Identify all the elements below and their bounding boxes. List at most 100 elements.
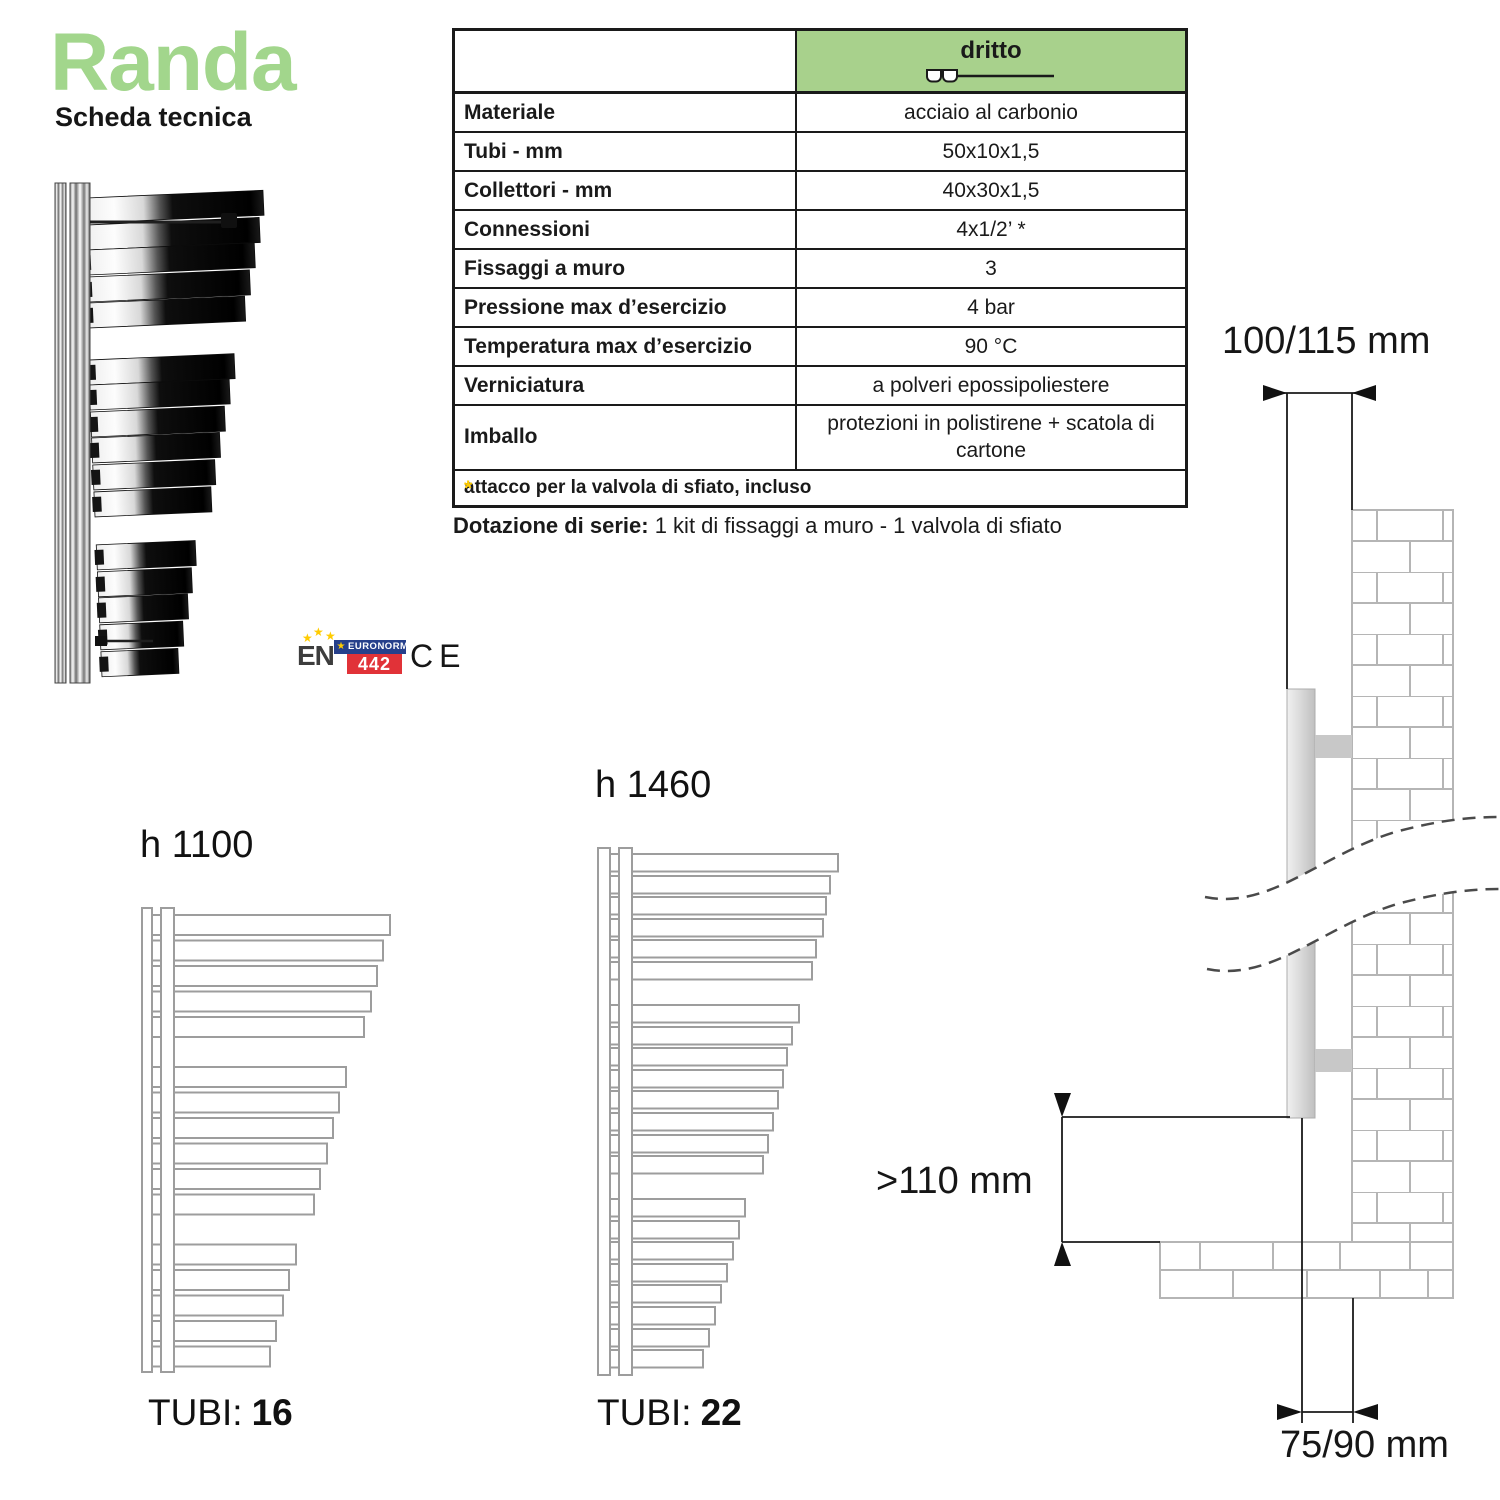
row-value: a polveri epossipoliestere xyxy=(795,367,1185,404)
tubes-value: 16 xyxy=(251,1392,293,1433)
installation-diagram xyxy=(1054,385,1500,1423)
dim-bottom-lines xyxy=(1301,1118,1354,1423)
tube-clip xyxy=(99,656,109,672)
variant-label: dritto xyxy=(960,36,1022,64)
chrome-tube xyxy=(99,620,185,651)
dimension-label-top: 100/115 mm xyxy=(1222,320,1431,362)
collector-bar xyxy=(141,907,153,1373)
chrome-tube xyxy=(100,648,180,678)
spec-table: dritto Materiale acciaio al carbonio Tub… xyxy=(452,28,1188,508)
euronorm-star-icon: ★ xyxy=(334,640,348,654)
chrome-tube xyxy=(98,593,189,624)
page-title: Randa xyxy=(50,17,297,108)
dotazione-text: 1 kit di fissaggi a muro - 1 valvola di … xyxy=(648,513,1062,538)
tube-outline xyxy=(602,961,813,981)
dotazione-label: Dotazione di serie: xyxy=(453,513,649,538)
tube-outline xyxy=(602,853,839,873)
euronorm-442-label: 442 xyxy=(347,654,402,674)
row-value: 90 °C xyxy=(795,328,1185,365)
row-label: Materiale xyxy=(464,100,556,124)
spec-header-empty-cell xyxy=(455,31,795,91)
tube-clip xyxy=(90,469,101,486)
tube-outline xyxy=(602,875,831,895)
arrow-right-icon xyxy=(1263,385,1287,401)
tube-clip xyxy=(96,602,107,618)
wall-bracket-knob-top xyxy=(221,213,237,228)
wall-bracket-lower xyxy=(1315,1049,1352,1072)
row-label: Temperatura max d’esercizio xyxy=(464,334,752,358)
row-value: 40x30x1,5 xyxy=(795,172,1185,209)
tubes-value: 22 xyxy=(700,1392,742,1433)
spec-header-variant-cell: dritto xyxy=(795,31,1185,91)
radiator-product-photo xyxy=(54,182,265,684)
tube-outline xyxy=(602,896,827,916)
tube-clip xyxy=(88,416,99,433)
arrow-right-icon xyxy=(1277,1404,1302,1420)
row-label: Tubi - mm xyxy=(464,139,563,163)
euro-star-icon: ★ xyxy=(302,631,313,645)
collector-bar xyxy=(618,847,633,1376)
tube-clip xyxy=(89,442,100,459)
table-footnote: *attacco per la valvola di sfiato, inclu… xyxy=(455,468,1185,505)
table-row: Fissaggi a muro 3 xyxy=(455,248,1185,287)
arrow-left-icon xyxy=(1353,1404,1378,1420)
tubes-count-h1100: TUBI:16 xyxy=(148,1392,293,1434)
collector-bar xyxy=(597,847,611,1376)
wall-bracket-knob-bottom xyxy=(95,636,107,646)
radiator-drawing-h1460 xyxy=(597,847,839,1376)
arrow-up-icon xyxy=(1054,1242,1071,1266)
chrome-tube xyxy=(95,540,197,571)
dimension-label-clearance: >110 mm xyxy=(876,1160,1033,1202)
section-break-mask xyxy=(1205,817,1500,971)
straight-tube-icon xyxy=(926,68,1054,82)
row-label: Pressione max d’esercizio xyxy=(464,295,727,319)
footnote-text: attacco per la valvola di sfiato, inclus… xyxy=(464,476,812,498)
arrow-down-icon xyxy=(1054,1093,1071,1117)
wall-bracket-upper xyxy=(1315,735,1352,758)
en442-ce-logo: ★ ★ ★ EN ★ EURONORM 442 CE xyxy=(295,620,475,682)
row-value: protezioni in polistirene + scatola di c… xyxy=(795,406,1185,469)
tubes-count-h1460: TUBI:22 xyxy=(597,1392,742,1434)
euro-star-icon: ★ xyxy=(313,625,324,639)
tube-clip xyxy=(95,576,106,592)
row-label: Collettori - mm xyxy=(464,178,613,202)
radiator-drawing-h1100 xyxy=(141,907,391,1373)
chrome-tube xyxy=(92,459,217,491)
table-row: Materiale acciaio al carbonio xyxy=(455,91,1185,131)
collector-bar xyxy=(160,907,175,1373)
table-row: Temperatura max d’esercizio 90 °C xyxy=(455,326,1185,365)
chrome-tube xyxy=(90,405,226,438)
row-value: 50x10x1,5 xyxy=(795,133,1185,170)
model-height-label-h1100: h 1100 xyxy=(140,824,254,866)
tubes-label: TUBI: xyxy=(148,1392,243,1433)
table-row: Pressione max d’esercizio 4 bar xyxy=(455,287,1185,326)
chrome-tube xyxy=(91,431,221,464)
row-value: 4 bar xyxy=(795,289,1185,326)
dotazione-line: Dotazione di serie: 1 kit di fissaggi a … xyxy=(453,513,1062,539)
chrome-tube xyxy=(93,486,213,518)
tube-clip xyxy=(92,496,102,513)
row-label: Verniciatura xyxy=(464,373,585,397)
row-label: Imballo xyxy=(464,425,538,449)
tube-outline xyxy=(602,918,824,938)
ce-mark: CE xyxy=(410,638,467,674)
tube-outline xyxy=(144,914,391,936)
model-height-label-h1460: h 1460 xyxy=(595,764,712,806)
euronorm-label: EURONORM xyxy=(348,640,409,654)
euro-star-icon: ★ xyxy=(325,629,336,643)
section-break-lines xyxy=(1204,815,1500,973)
tube-outline xyxy=(602,939,817,959)
tubes-label: TUBI: xyxy=(597,1392,692,1433)
table-row: Imballo protezioni in polistirene + scat… xyxy=(455,404,1185,469)
table-row: Verniciatura a polveri epossipoliestere xyxy=(455,365,1185,404)
row-label: Fissaggi a muro xyxy=(464,256,626,280)
tube-outline xyxy=(144,1066,347,1088)
tube-outline xyxy=(144,939,384,962)
tube-outline xyxy=(144,990,372,1013)
table-row: Connessioni 4x1/2’ * xyxy=(455,209,1185,248)
page-subtitle: Scheda tecnica xyxy=(55,102,252,132)
dimension-label-bottom: 75/90 mm xyxy=(1280,1424,1449,1466)
row-value: acciaio al carbonio xyxy=(795,94,1185,131)
en-label: EN xyxy=(297,640,335,671)
table-row: Collettori - mm 40x30x1,5 xyxy=(455,170,1185,209)
